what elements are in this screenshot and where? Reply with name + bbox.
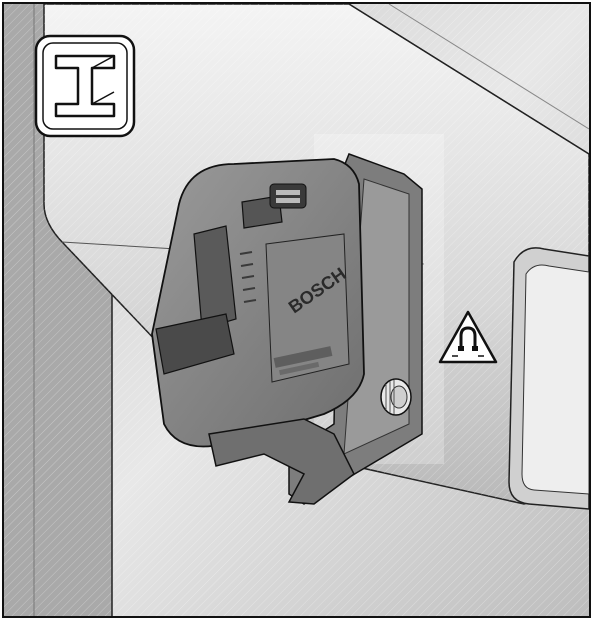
magnet-warning-icon xyxy=(438,310,498,364)
laser-device: BOSCH xyxy=(151,158,365,505)
locking-knob xyxy=(380,378,412,416)
illustration: BOSCH xyxy=(4,4,589,616)
steel-beam-icon xyxy=(34,34,136,138)
